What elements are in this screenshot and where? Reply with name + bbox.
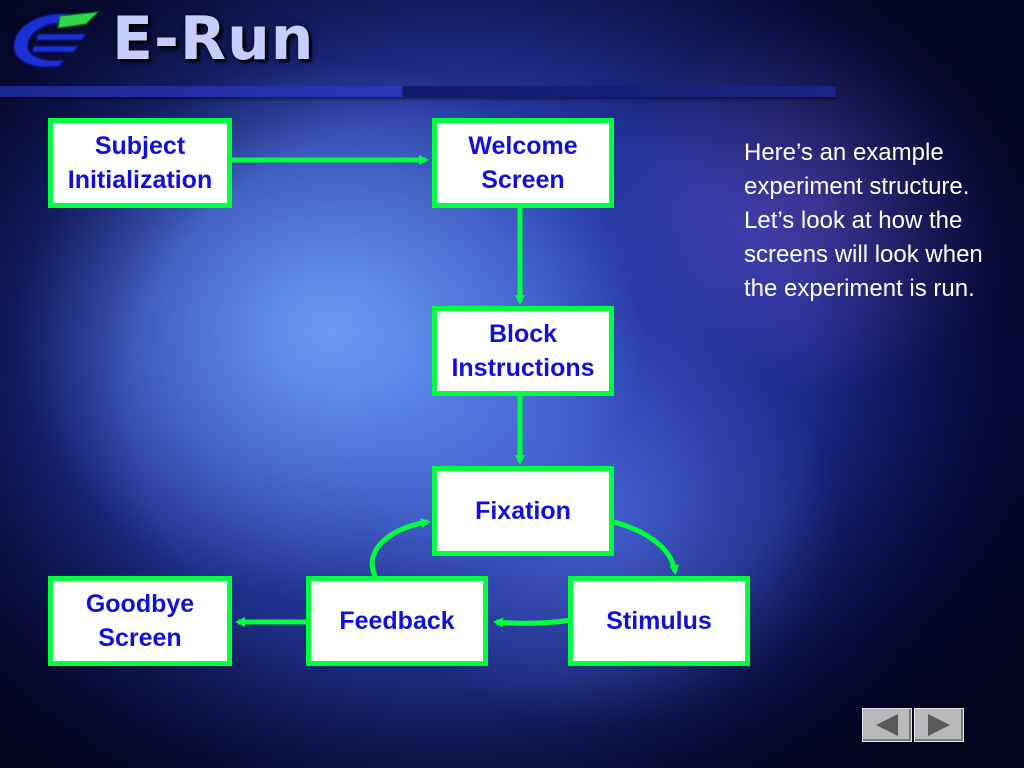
node-block-instructions: Block Instructions bbox=[432, 306, 614, 396]
triangle-right-icon bbox=[928, 714, 950, 736]
node-feedback: Feedback bbox=[306, 576, 488, 666]
edge-fixation-to-stimulus bbox=[613, 519, 680, 575]
node-subject-initialization: Subject Initialization bbox=[48, 118, 232, 208]
node-stimulus: Stimulus bbox=[568, 576, 750, 666]
previous-slide-button[interactable] bbox=[862, 708, 912, 742]
node-welcome-screen: Welcome Screen bbox=[432, 118, 614, 208]
node-fixation: Fixation bbox=[432, 466, 614, 556]
title-divider bbox=[0, 86, 836, 97]
explanation-text: Here’s an example experiment structure. … bbox=[744, 139, 983, 302]
edge-stimulus-to-feedback bbox=[493, 617, 573, 628]
slide-navigation bbox=[862, 708, 964, 742]
node-goodbye-screen: Goodbye Screen bbox=[48, 576, 232, 666]
next-slide-button[interactable] bbox=[914, 708, 964, 742]
triangle-left-icon bbox=[876, 714, 898, 736]
edge-feedback-to-fixation bbox=[369, 518, 431, 580]
slide-title: E-Run bbox=[112, 4, 315, 74]
e-logo-icon bbox=[13, 11, 100, 68]
